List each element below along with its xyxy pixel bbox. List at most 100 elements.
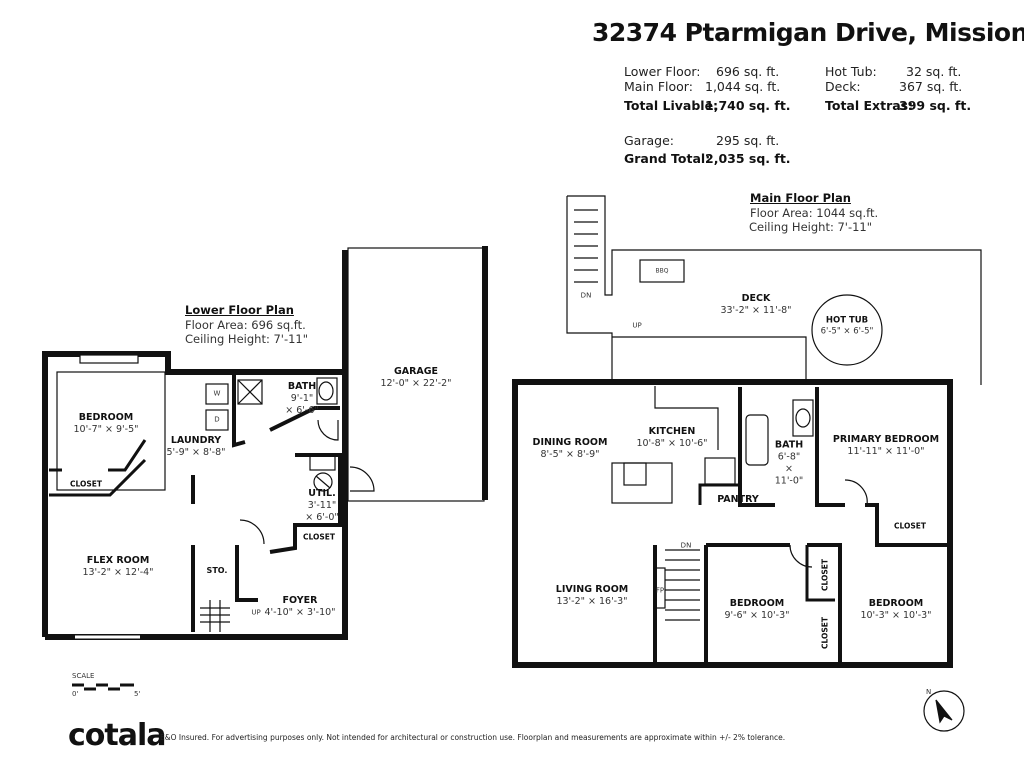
room-name: LIVING ROOM — [555, 584, 629, 596]
deck-label: Deck: — [825, 79, 861, 94]
room-name: BEDROOM — [729, 598, 785, 610]
room-dims: 10'-7" × 9'-5" — [73, 424, 139, 435]
deck-stairs-down-label: DN — [580, 291, 592, 300]
room-dims: 9'-1" — [290, 393, 314, 405]
room-name: BATH — [287, 381, 317, 393]
room-dims: 5'-9" × 8'-8" — [166, 447, 226, 458]
room-name: FOYER — [282, 595, 318, 607]
lower-floor-value: 696 sq. ft. — [716, 64, 780, 79]
room-dims: 3'-11" — [307, 500, 337, 512]
lower-floor-ceiling: Ceiling Height: 7'-11" — [185, 332, 309, 346]
room-dims: 11'-0" — [774, 474, 804, 486]
main-floor-value: 1,044 sq. ft. — [705, 79, 781, 94]
main-floor-thin-lines — [566, 195, 982, 621]
room-name: CLOSET — [893, 521, 927, 531]
hot-tub-value: 32 sq. ft. — [906, 64, 962, 79]
room-dims: 13'-2" × 16'-3" — [556, 596, 628, 607]
room-name: DINING ROOM — [532, 437, 608, 449]
total-livable-value: 1,740 sq. ft. — [705, 98, 791, 113]
room-dims: 10'-8" × 10'-6" — [636, 438, 708, 449]
total-extras-label: Total Extras: — [825, 98, 914, 113]
garage-label: Garage: — [624, 133, 674, 148]
scale-start: 0' — [72, 690, 79, 698]
room-dims: 12'-0" × 22'-2" — [380, 378, 452, 389]
washer-label: W — [213, 389, 221, 398]
deck-up-label: UP — [632, 321, 642, 330]
main-floor-walls — [512, 379, 953, 668]
room-dims: 6'-8" — [777, 451, 801, 463]
room-dims: 8'-5" × 8'-9" — [540, 449, 600, 460]
cotala-logo: cotala — [68, 718, 167, 753]
room-name: CLOSET — [302, 532, 336, 542]
room-lower-closet: CLOSET — [70, 479, 102, 488]
lower-floor-label: Lower Floor: — [624, 64, 701, 79]
room-dims: × — [785, 463, 793, 474]
dryer-label: D — [214, 415, 220, 424]
lower-floor-area: Floor Area: 696 sq.ft. — [185, 318, 306, 332]
garage-value: 295 sq. ft. — [716, 133, 780, 148]
room-closet-2: CLOSET — [820, 559, 829, 591]
hot-tub-label: Hot Tub: — [825, 64, 877, 79]
stairs-down-label: DN — [680, 541, 692, 550]
room-name: LAUNDRY — [170, 435, 222, 447]
room-dims: 6'-5" × 6'-5" — [820, 326, 874, 336]
fireplace-label: FP — [655, 586, 665, 595]
room-name: DECK — [741, 293, 771, 305]
room-dims: 9'-6" × 10'-3" — [724, 610, 790, 621]
disclaimer: E&O Insured. For advertising purposes on… — [160, 733, 786, 742]
deck-value: 367 sq. ft. — [899, 79, 963, 94]
total-extras-value: 399 sq. ft. — [899, 98, 972, 113]
room-storage: STO. — [207, 566, 228, 576]
room-dims: 13'-2" × 12'-4" — [82, 567, 154, 578]
lower-floor-heading: Lower Floor Plan — [185, 303, 294, 317]
grand-total-label: Grand Total: — [624, 151, 711, 166]
room-name: STO. — [206, 566, 228, 575]
total-livable-label: Total Livable: — [624, 98, 719, 113]
room-name: PRIMARY BEDROOM — [832, 434, 940, 446]
scale-label: SCALE — [72, 672, 95, 680]
room-dims: 10'-3" × 10'-3" — [860, 610, 932, 621]
room-name: BATH — [774, 439, 804, 451]
room-primary-closet: CLOSET — [894, 521, 926, 530]
room-name: BEDROOM — [78, 412, 134, 424]
room-name: HOT TUB — [825, 315, 869, 326]
main-floor-heading: Main Floor Plan — [750, 191, 851, 205]
room-name: GARAGE — [393, 366, 439, 378]
room-name: CLOSET — [820, 616, 830, 650]
lower-floor-walls — [42, 246, 488, 640]
room-util: UTIL.3'-11"× 6'-0" — [305, 488, 338, 524]
room-dims: 33'-2" × 11'-8" — [720, 305, 792, 316]
scale-bar — [72, 683, 134, 691]
room-closet-3: CLOSET — [820, 617, 829, 649]
room-name: UTIL. — [308, 488, 336, 500]
grand-total-value: 2,035 sq. ft. — [705, 151, 791, 166]
scale-end: 5' — [134, 690, 141, 698]
compass-north-label: N — [926, 688, 932, 696]
main-floor-area: Floor Area: 1044 sq.ft. — [750, 206, 879, 220]
main-floor-ceiling: Ceiling Height: 7'-11" — [749, 220, 873, 234]
main-floor-label: Main Floor: — [624, 79, 693, 94]
bbq-label: BBQ — [655, 267, 669, 275]
room-dims: × 6'-6" — [285, 404, 319, 416]
room-dims: 11'-11" × 11'-0" — [847, 446, 925, 457]
room-lower-closet-2: CLOSET — [303, 532, 335, 541]
room-pantry: PANTRY — [717, 494, 759, 506]
room-name: CLOSET — [820, 558, 830, 592]
room-name: BEDROOM — [868, 598, 924, 610]
property-address-title: 32374 Ptarmigan Drive, Mission — [592, 18, 1024, 47]
